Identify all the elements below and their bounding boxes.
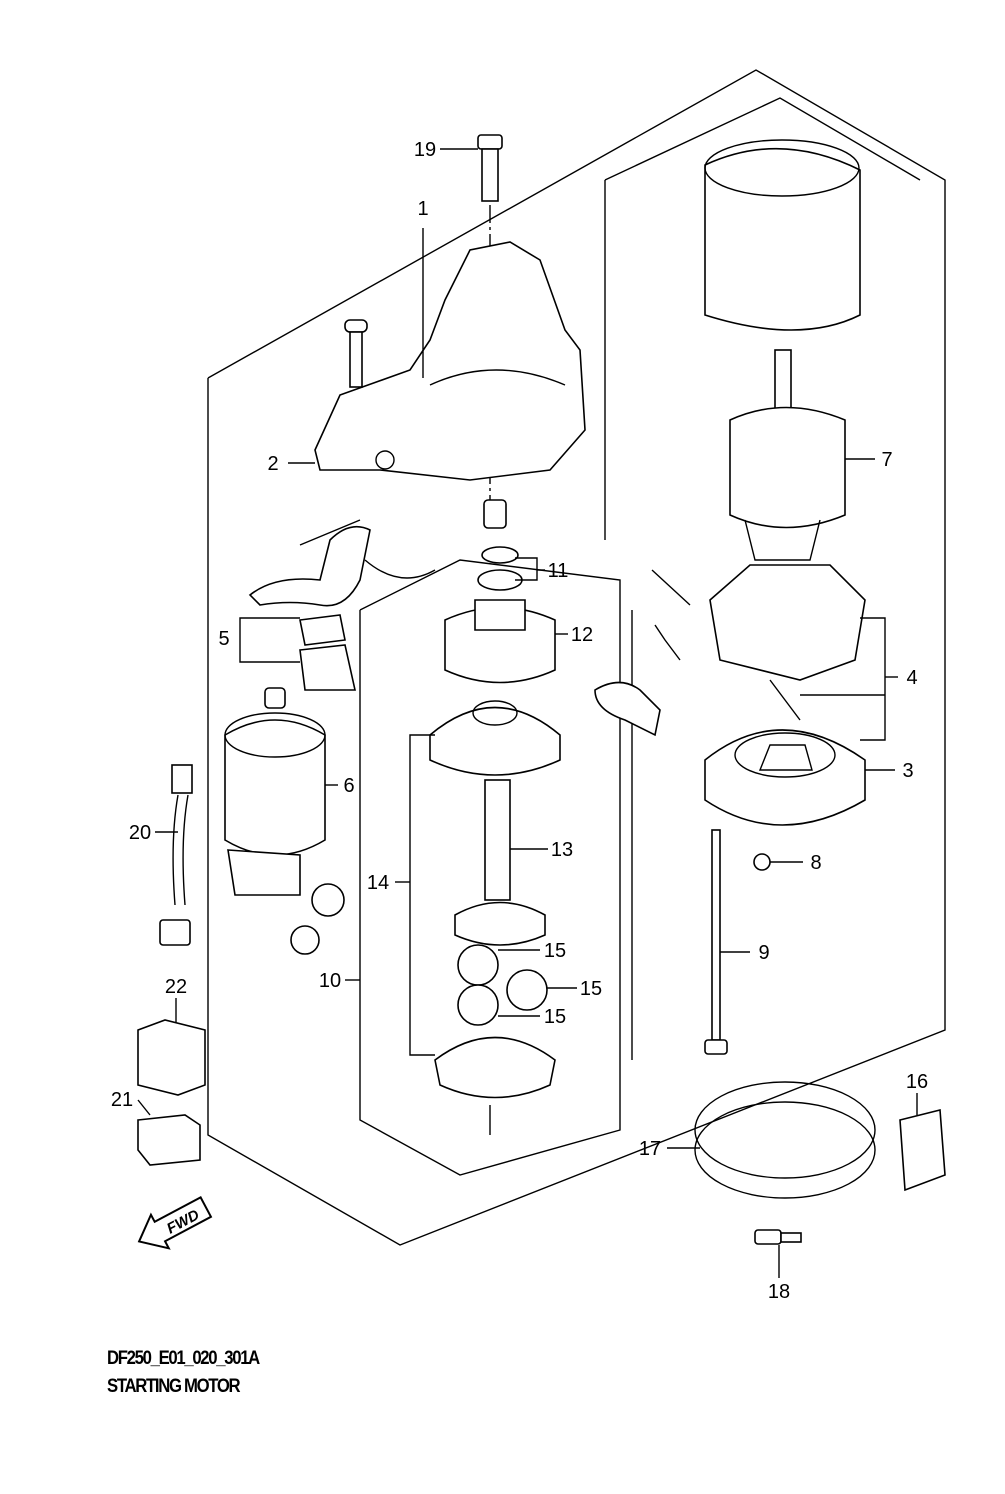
callout-5: 5 <box>218 628 229 650</box>
callout-13: 13 <box>551 839 573 861</box>
part-yoke-7 <box>704 139 861 561</box>
part-bolt-19 <box>477 134 503 202</box>
part-relay-22 <box>137 1019 206 1096</box>
part-band-17 <box>694 1081 946 1245</box>
callout-14: 14 <box>367 872 389 894</box>
callout-1: 1 <box>417 198 428 220</box>
callout-22: 22 <box>165 976 187 998</box>
callout-15b: 15 <box>580 978 602 1000</box>
part-gears-15 <box>434 944 556 1099</box>
part-solenoid-6 <box>224 687 345 955</box>
part-brush-holder-4 <box>594 564 866 737</box>
callout-10: 10 <box>319 970 341 992</box>
part-through-bolt-9 <box>704 829 728 1055</box>
part-shaft-13 <box>454 779 546 946</box>
callout-2: 2 <box>267 453 278 475</box>
callout-labels: 1 2 3 4 5 6 7 8 9 10 11 12 13 14 15 15 1… <box>111 139 928 1303</box>
callout-4: 4 <box>906 667 917 689</box>
callout-15c: 15 <box>544 1006 566 1028</box>
callout-15a: 15 <box>544 940 566 962</box>
callout-20: 20 <box>129 822 151 844</box>
callout-17: 17 <box>639 1138 661 1160</box>
part-end-frame-3 <box>704 729 866 826</box>
leader-lines <box>137 148 918 1278</box>
part-lever-5 <box>248 525 436 691</box>
callout-3: 3 <box>902 760 913 782</box>
part-housing-2 <box>314 241 586 529</box>
callout-18: 18 <box>768 1281 790 1303</box>
callout-12: 12 <box>571 624 593 646</box>
callout-9: 9 <box>758 942 769 964</box>
diagram-title: STARTING MOTOR <box>107 1376 241 1397</box>
callout-19: 19 <box>414 139 436 161</box>
callout-16: 16 <box>906 1071 928 1093</box>
callout-6: 6 <box>343 775 354 797</box>
part-cover-14 <box>429 700 561 776</box>
fwd-direction-arrow: FWD <box>137 1196 213 1250</box>
callout-21: 21 <box>111 1089 133 1111</box>
diagram-code: DF250_E01_020_301A <box>107 1348 260 1369</box>
part-screw-8 <box>753 853 771 871</box>
callout-8: 8 <box>810 852 821 874</box>
part-relay-21 <box>137 1114 201 1166</box>
part-wire-20 <box>159 764 193 946</box>
callout-11: 11 <box>548 560 569 582</box>
callout-7: 7 <box>881 449 892 471</box>
part-pinion-12 <box>444 546 556 684</box>
